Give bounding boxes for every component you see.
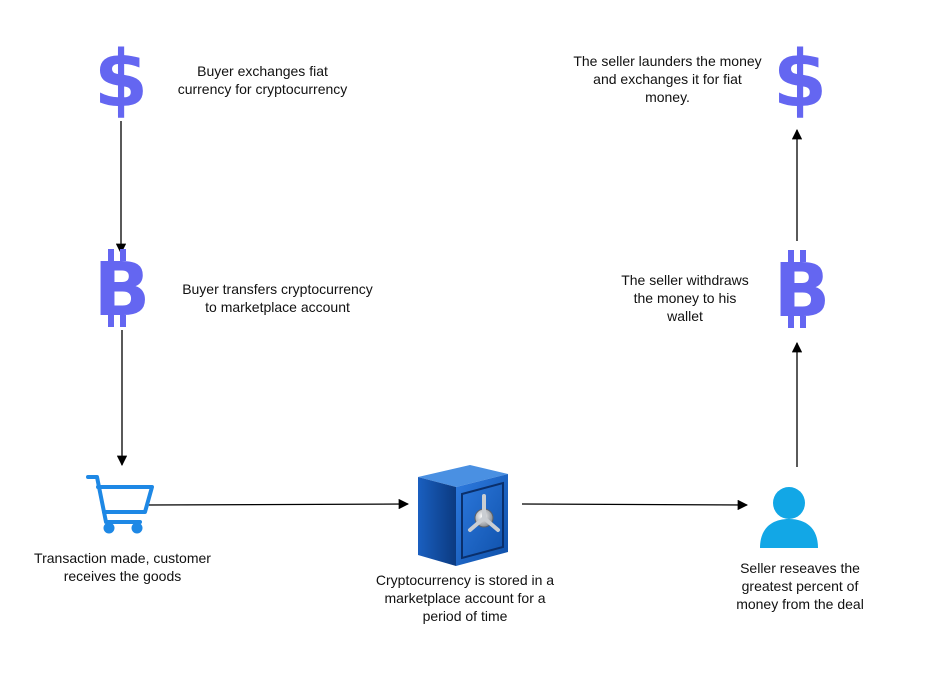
label-transaction-made: Transaction made, customer receives the … (34, 550, 211, 584)
svg-text:$: $ (773, 35, 827, 125)
label-buyer-exchanges: Buyer exchanges fiat currency for crypto… (177, 63, 348, 97)
bitcoin-icon: B (774, 248, 830, 334)
label-seller-receives: Seller reseaves the greatest percent of … (736, 560, 864, 612)
person-icon (760, 487, 818, 548)
bitcoin-icon: B (94, 247, 150, 333)
label-crypto-stored: Cryptocurrency is stored in a marketplac… (375, 572, 555, 624)
label-seller-launders: The seller launders the money and exchan… (573, 53, 762, 105)
dollar-icon: $ (94, 35, 148, 125)
label-seller-withdraws: The seller withdraws the money to his wa… (621, 272, 749, 324)
svg-text:$: $ (94, 35, 148, 125)
dollar-icon: $ (773, 35, 827, 125)
edge-safe-to-seller (521, 499, 749, 511)
label-buyer-transfers: Buyer transfers cryptocurrency to market… (182, 281, 373, 315)
safe-icon (418, 465, 508, 566)
shopping-cart-icon (86, 475, 154, 534)
edge-cart-to-safe (147, 498, 410, 510)
edges (115, 121, 803, 511)
